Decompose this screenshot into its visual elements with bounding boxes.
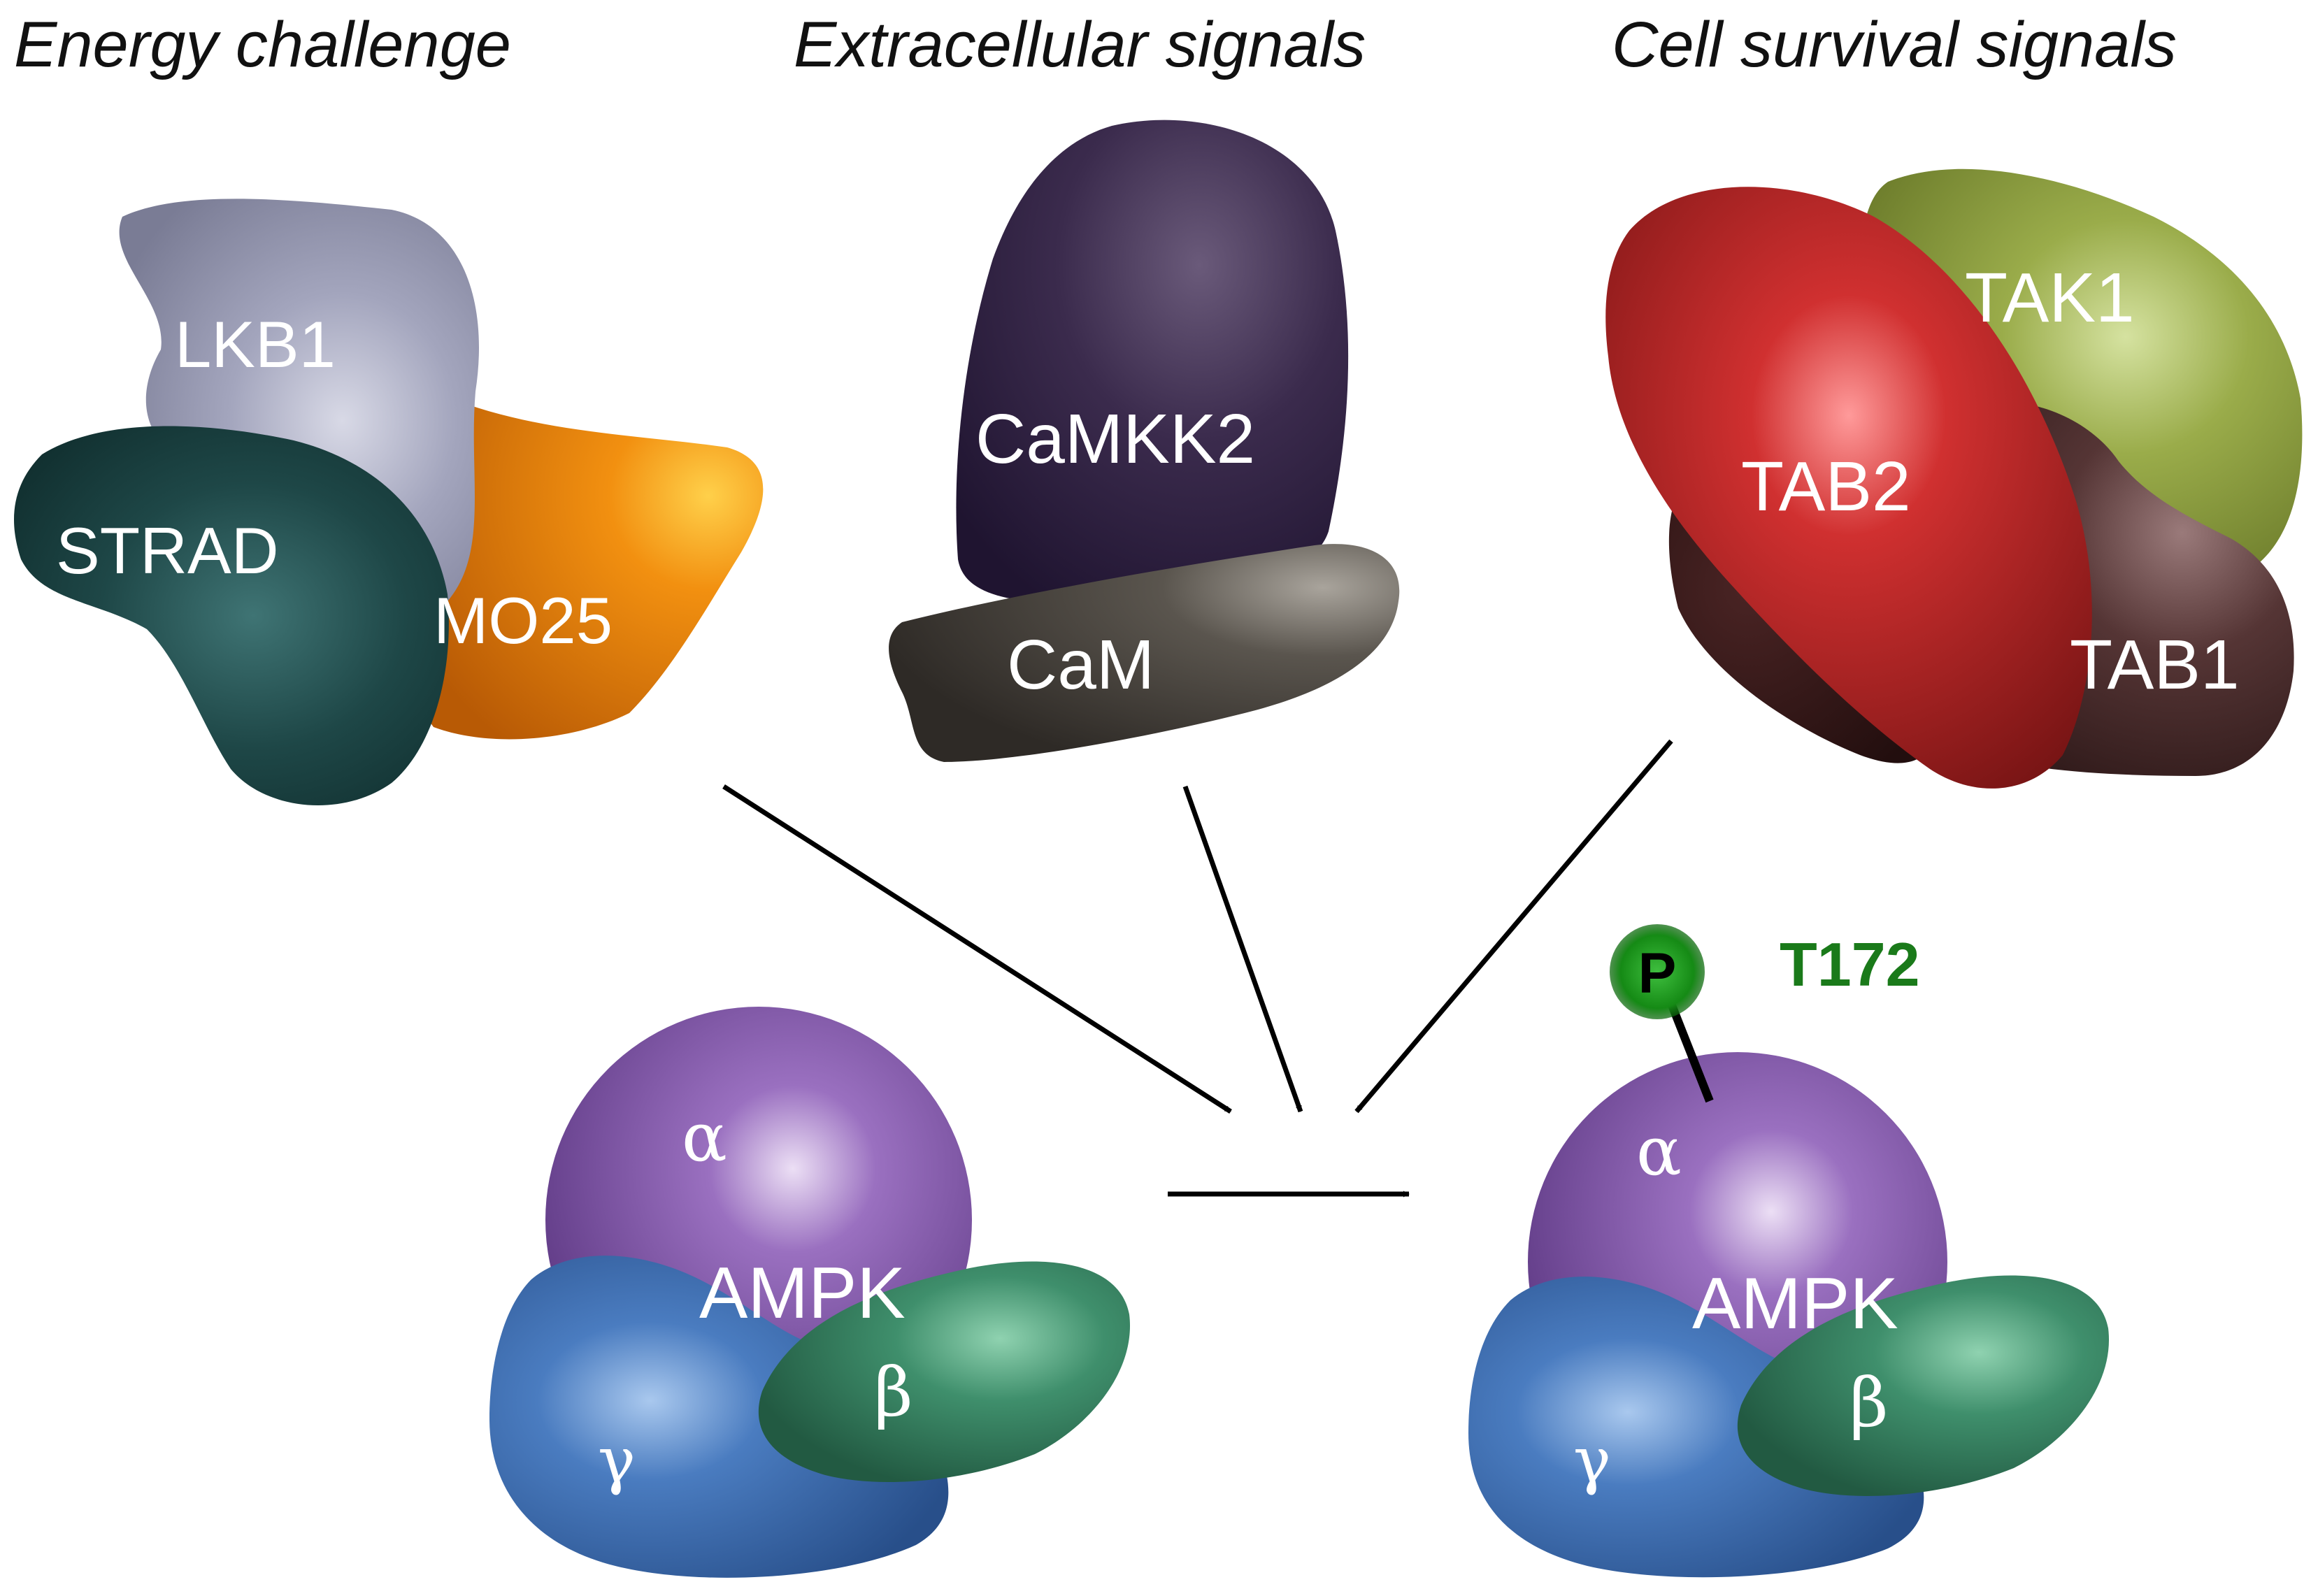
arrow-tak1-to-ampk [1354, 739, 1673, 1114]
mo25-label: MO25 [434, 584, 613, 657]
tab1-label: TAB1 [2070, 626, 2240, 704]
tab2-shape [1605, 187, 2092, 789]
lkb1-label: LKB1 [175, 308, 336, 381]
arrow-lkb1-to-ampk [722, 784, 1232, 1114]
ampk-active-alpha-label: α [1636, 1112, 1682, 1191]
ampk-active-beta-label: β [1849, 1364, 1889, 1442]
ampk-active-gamma-shape [1468, 1277, 1924, 1578]
camkk2-shape [956, 120, 1349, 604]
ampk-inactive-alpha-label: α [682, 1098, 727, 1177]
ampk-active-name-label: AMPK [1692, 1263, 1898, 1344]
ampk-active-gamma-label: γ [1573, 1424, 1611, 1497]
ampk-active: P T172 α AMPK β γ [1468, 924, 2110, 1578]
camkk2-label: CaMKK2 [975, 400, 1255, 478]
strad-label: STRAD [56, 514, 279, 587]
tak1-label: TAK1 [1965, 259, 2135, 337]
ampk-inactive-gamma-label: γ [598, 1424, 636, 1497]
mo25-shape [397, 391, 764, 740]
arrow-camkk2-to-ampk [1182, 785, 1303, 1113]
t172-site-label: T172 [1780, 930, 1920, 999]
ampk-beta-shape [758, 1261, 1131, 1482]
ampk-inactive: α AMPK β γ [489, 1007, 1131, 1578]
phosphate-label: P [1638, 942, 1677, 1005]
heading-cell-survival-signals: Cell survival signals [1612, 9, 2177, 80]
heading-extracellular-signals: Extracellular signals [794, 9, 1366, 80]
camkk2-complex: CaMKK2 CaM [889, 120, 1400, 762]
tak1-complex: TAK1 TAB2 TAB1 [1605, 168, 2303, 789]
cam-shape [889, 544, 1400, 762]
cam-label: CaM [1007, 626, 1154, 704]
ampk-gamma-shape [489, 1256, 949, 1578]
signal-arrows [722, 739, 1673, 1198]
ampk-active-beta-shape [1737, 1275, 2110, 1496]
heading-energy-challenge: Energy challenge [14, 9, 511, 80]
lkb1-complex: LKB1 STRAD MO25 [14, 199, 764, 806]
strad-shape [14, 426, 449, 806]
ampk-inactive-name-label: AMPK [699, 1253, 906, 1334]
ampk-inactive-beta-label: β [874, 1353, 913, 1432]
tab2-label: TAB2 [1741, 447, 1911, 526]
phosphate-icon [1610, 924, 1705, 1019]
